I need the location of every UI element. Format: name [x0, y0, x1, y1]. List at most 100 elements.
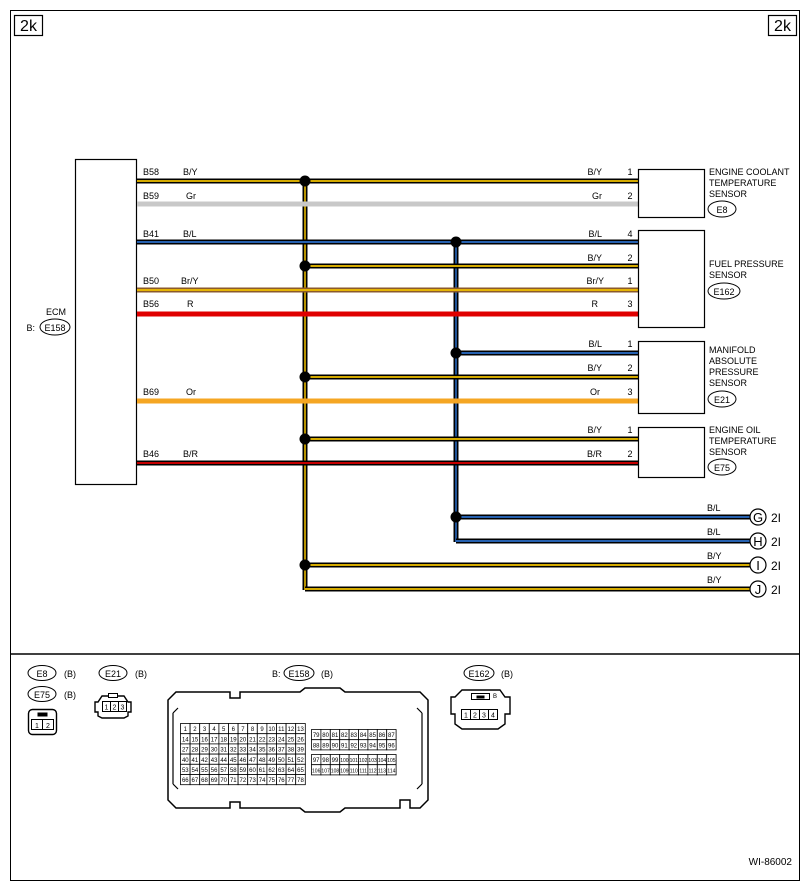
- ecm-left-pin-28: 28: [192, 748, 199, 754]
- wire-pin-b46: B46: [143, 449, 159, 459]
- ecm-left-pin-66: 66: [182, 778, 189, 784]
- ecm-left-pin-27: 27: [182, 748, 189, 754]
- output-label-j: B/Y: [707, 575, 722, 585]
- ecm-right-top-pin-88: 88: [313, 743, 320, 749]
- legend-e21-connector-face: 1 2 3: [94, 693, 132, 719]
- ecm-left-pin-9: 9: [260, 727, 264, 733]
- sensor-fuel-pressure: FUEL PRESSURE SENSOR E162: [637, 229, 784, 329]
- ecm-connector-text: E158: [44, 323, 65, 333]
- wire-pin-b69: B69: [143, 387, 159, 397]
- sensor-ect-line2: TEMPERATURE: [709, 178, 776, 188]
- ecm-left-pin-60: 60: [249, 768, 256, 774]
- ecm-left-pin-40: 40: [182, 758, 189, 764]
- output-letter-h: H: [753, 534, 762, 549]
- junction-eot: [299, 433, 311, 445]
- ecm-left-pin-14: 14: [182, 737, 189, 743]
- ecm-right-top-pin-84: 84: [360, 733, 367, 739]
- ecm-right-bot-pin-105: 105: [387, 758, 396, 764]
- legend-e21-tag: (B): [135, 669, 147, 679]
- ecm-left-pin-44: 44: [220, 758, 227, 764]
- ecm-left-pin-73: 73: [249, 778, 256, 784]
- ecm-left-pin-64: 64: [288, 768, 295, 774]
- ecm-left-pin-21: 21: [249, 737, 256, 743]
- wire-rcolor-eot-by: B/Y: [587, 425, 602, 435]
- ecm-right-bot-pin-111: 111: [359, 768, 367, 774]
- ecm-left-pin-78: 78: [297, 778, 304, 784]
- output-label-h: B/L: [707, 527, 721, 537]
- ecm-left-pin-72: 72: [240, 778, 247, 784]
- output-label-g: B/L: [707, 503, 721, 513]
- ecm-left-cell: [295, 774, 306, 786]
- ecm-right-bot-pin-98: 98: [322, 758, 329, 764]
- legend-e75-name: E75: [34, 690, 50, 700]
- wire-color-b56: R: [187, 299, 194, 309]
- ecm-right-bot-pin-100: 100: [340, 758, 349, 764]
- output-connector-j: J 2I: [749, 580, 781, 598]
- ecm-left-pin-2: 2: [193, 727, 197, 733]
- wire-rcolor-b58: B/Y: [587, 167, 602, 177]
- output-letter-j: J: [755, 582, 762, 597]
- sensor-fp-line2: SENSOR: [709, 270, 748, 280]
- junction-out-g: [450, 511, 462, 523]
- legend-e158-tag: (B): [321, 669, 333, 679]
- legend-e158: B: E158 (B): [272, 665, 333, 681]
- sensor-map-line4: SENSOR: [709, 378, 748, 388]
- ecm-left-pin-18: 18: [220, 737, 227, 743]
- ecm-label: ECM: [46, 307, 66, 317]
- output-letter-i: I: [756, 558, 760, 573]
- sensor-fp-line1: FUEL PRESSURE: [709, 259, 784, 269]
- ecm-left-pin-41: 41: [192, 758, 199, 764]
- junction-out-i: [299, 559, 311, 571]
- wire-color-b46: B/R: [183, 449, 199, 459]
- junction-fp: [299, 260, 311, 272]
- ecm-left-pin-23: 23: [268, 737, 275, 743]
- sensor-eot-line3: SENSOR: [709, 447, 748, 457]
- ecm-left-pin-46: 46: [240, 758, 247, 764]
- ecm-left-pin-6: 6: [232, 727, 236, 733]
- legend-e162-tag: (B): [501, 669, 513, 679]
- sensor-ect-connector: E8: [716, 205, 727, 215]
- ecm-left-pin-57: 57: [220, 768, 227, 774]
- ecm-left-pin-31: 31: [220, 748, 227, 754]
- sensor-map-connector: E21: [714, 395, 730, 405]
- wire-color-b50: Br/Y: [181, 276, 199, 286]
- ecm-right-bot-pin-107: 107: [321, 768, 330, 774]
- ecm-left-pin-13: 13: [297, 727, 304, 733]
- ecm-left-pin-3: 3: [203, 727, 207, 733]
- ecm-right-top-pin-94: 94: [369, 743, 376, 749]
- ecm-connector-badge: [39, 318, 71, 336]
- ecm-left-pin-24: 24: [278, 737, 285, 743]
- output-connector-g: G 2I: [749, 508, 781, 526]
- legend-e162-pin-3: 3: [482, 713, 486, 720]
- ecm-left-pin-74: 74: [259, 778, 266, 784]
- output-page-i: 2I: [771, 559, 781, 573]
- output-page-h: 2I: [771, 535, 781, 549]
- ecm-right-top-pin-85: 85: [369, 733, 376, 739]
- junction-b41: [450, 236, 462, 248]
- ecm-left-pin-69: 69: [211, 778, 218, 784]
- ecm-left-pin-48: 48: [259, 758, 266, 764]
- ecm-right-top-pin-96: 96: [388, 743, 395, 749]
- ecm-left-pin-49: 49: [268, 758, 275, 764]
- ecm-right-bot-pin-113: 113: [378, 768, 386, 774]
- sensor-manifold-pressure: MANIFOLD ABSOLUTE PRESSURE SENSOR E21: [637, 340, 759, 415]
- ecm-left-pin-7: 7: [241, 727, 245, 733]
- legend-e75: E75 (B): [27, 686, 76, 702]
- ecm-right-bot-pin-109: 109: [340, 768, 349, 774]
- legend-e162-key-mark: B: [493, 694, 497, 700]
- sensor-eot-line1: ENGINE OIL: [709, 425, 761, 435]
- ecm-left-pin-63: 63: [278, 768, 285, 774]
- sensor-ect-line3: SENSOR: [709, 189, 748, 199]
- figure-id: WI-86002: [749, 857, 793, 868]
- ecm-right-top-pin-91: 91: [341, 743, 348, 749]
- ecm-right-top-pin-92: 92: [350, 743, 357, 749]
- legend-e8-pin-1: 1: [35, 723, 39, 730]
- ecm-left-pin-5: 5: [222, 727, 226, 733]
- sensor-fp-badge: [707, 282, 741, 300]
- ecm-left-pin-22: 22: [259, 737, 266, 743]
- ecm-left-pin-33: 33: [240, 748, 247, 754]
- wire-rcolor-map-by: B/Y: [587, 363, 602, 373]
- ecm-right-top-pin-82: 82: [341, 733, 348, 739]
